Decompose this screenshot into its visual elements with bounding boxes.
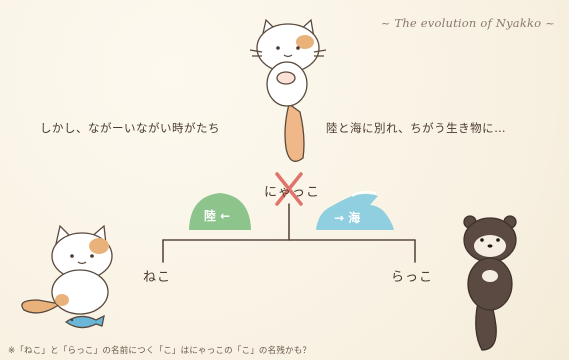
land-tag: 陸 ← bbox=[189, 193, 251, 230]
sea-node-label: らっこ bbox=[391, 270, 434, 285]
tree-lines bbox=[162, 203, 416, 263]
caption-left: しかし、ながーいながい時がたち bbox=[40, 121, 220, 135]
sea-tag-label: → 海 bbox=[334, 210, 360, 225]
root-node-label: にゃっこ bbox=[264, 185, 321, 200]
rakko-illustration bbox=[463, 215, 517, 351]
credit-title: ~ The evolution of Nyakko ~ bbox=[380, 16, 555, 30]
footnote: ※「ねこ」と「らっこ」の名前につく「こ」はにゃっこの「こ」の名残かも？ bbox=[8, 346, 312, 356]
land-tag-label: 陸 ← bbox=[204, 208, 230, 223]
cross-mark bbox=[275, 172, 303, 206]
neko-illustration bbox=[21, 224, 113, 329]
caption-right: 陸と海に別れ、ちがう生き物に… bbox=[326, 121, 507, 135]
land-node-label: ねこ bbox=[143, 270, 172, 285]
nyakko-illustration bbox=[249, 18, 327, 162]
sea-tag: → 海 bbox=[316, 191, 394, 230]
